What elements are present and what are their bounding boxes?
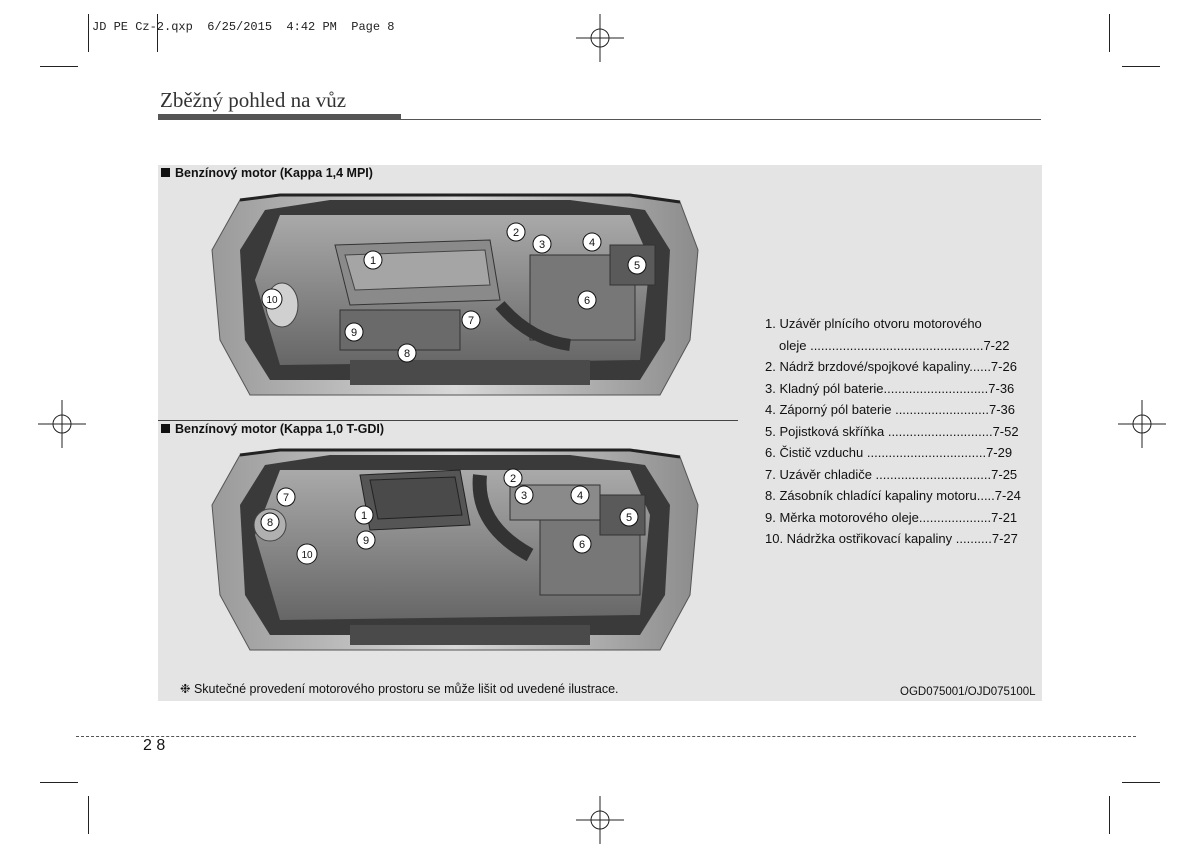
callout-9: 9	[344, 322, 364, 347]
svg-text:3: 3	[539, 239, 545, 251]
svg-text:2: 2	[510, 473, 516, 485]
disclaimer-note: ❉ Skutečné provedení motorového prostoru…	[180, 682, 619, 696]
callout-6: 6	[572, 534, 592, 559]
callout-2: 2	[503, 468, 523, 493]
svg-text:9: 9	[363, 535, 369, 547]
legend-item: 4. Záporný pól baterie .................…	[765, 402, 1016, 417]
callout-6: 6	[577, 290, 597, 315]
callout-8: 8	[397, 343, 417, 368]
engine-illustration-tgdi: 1 2 3 4 5 6 7 8 9 10	[210, 445, 700, 672]
svg-text:3: 3	[521, 490, 527, 502]
svg-text:6: 6	[579, 539, 585, 551]
svg-text:10: 10	[301, 550, 313, 561]
bullet-square-icon	[161, 168, 170, 177]
svg-text:5: 5	[634, 260, 640, 272]
callout-9: 9	[356, 530, 376, 555]
svg-text:8: 8	[267, 517, 273, 529]
legend-item: 9. Měrka motorového oleje...............…	[765, 509, 1018, 525]
section-heading-tgdi: Benzínový motor (Kappa 1,0 T-GDI)	[161, 422, 384, 436]
svg-text:9: 9	[351, 327, 357, 339]
callout-1: 1	[354, 505, 374, 530]
callout-5: 5	[619, 507, 639, 532]
legend-item: 10. Nádržka ostřikovací kapaliny .......…	[765, 531, 1018, 546]
svg-text:7: 7	[283, 492, 289, 504]
registration-mark-left	[38, 400, 86, 448]
svg-text:2: 2	[513, 227, 519, 239]
svg-text:1: 1	[361, 510, 367, 522]
page-title: Zběžný pohled na vůz	[160, 88, 347, 112]
crop-mark	[40, 782, 78, 783]
engine-illustration-mpi: 1 2 3 4 5 6 7 8 9 10	[210, 190, 700, 417]
callout-4: 4	[582, 232, 602, 257]
print-slug: JD PE Cz-2.qxp 6/25/2015 4:42 PM Page 8	[92, 20, 395, 34]
legend-item: 5. Pojistková skříňka ..................…	[765, 423, 1019, 439]
svg-text:8: 8	[404, 348, 410, 360]
svg-text:7: 7	[468, 315, 474, 327]
svg-text:6: 6	[584, 295, 590, 307]
legend-item: 3. Kladný pól baterie...................…	[765, 380, 1015, 396]
title-accent-bar	[158, 114, 401, 120]
callout-7: 7	[276, 487, 296, 512]
section-divider	[158, 420, 738, 421]
image-code: OGD075001/OJD075100L	[900, 686, 1036, 698]
registration-mark-right	[1118, 400, 1166, 448]
svg-text:5: 5	[626, 512, 632, 524]
section-heading-text: Benzínový motor (Kappa 1,4 MPI)	[175, 166, 373, 180]
crop-mark	[88, 14, 89, 52]
crop-mark	[1122, 66, 1160, 67]
crop-mark	[40, 66, 78, 67]
footer-dashed-rule	[76, 736, 1136, 737]
callout-10: 10	[296, 543, 318, 570]
svg-text:4: 4	[577, 490, 583, 502]
registration-mark-top	[576, 14, 624, 62]
registration-mark-bottom	[576, 796, 624, 844]
legend-item-continuation: oleje ..................................…	[779, 337, 1010, 353]
component-legend: 1. Uzávěr plnícího otvoru motorového ole…	[765, 313, 1035, 550]
crop-mark	[1109, 796, 1110, 834]
crop-mark	[1122, 782, 1160, 783]
callout-3: 3	[532, 234, 552, 259]
crop-mark	[88, 796, 89, 834]
bullet-square-icon	[161, 424, 170, 433]
callout-5: 5	[627, 255, 647, 280]
section-heading-text: Benzínový motor (Kappa 1,0 T-GDI)	[175, 422, 385, 436]
legend-item: 8. Zásobník chladící kapaliny motoru....…	[765, 488, 1021, 503]
legend-item: 1. Uzávěr plnícího otvoru motorového	[765, 316, 982, 331]
legend-item: 6. Čistič vzduchu ......................…	[765, 445, 1013, 460]
callout-3: 3	[514, 485, 534, 510]
crop-mark	[1109, 14, 1110, 52]
callout-8: 8	[260, 512, 280, 537]
callout-1: 1	[363, 250, 383, 275]
callout-10: 10	[261, 288, 283, 315]
svg-text:10: 10	[266, 295, 278, 306]
crop-mark	[157, 14, 158, 52]
callout-2: 2	[506, 222, 526, 247]
callout-7: 7	[461, 310, 481, 335]
page-number: 2 8	[143, 737, 166, 754]
legend-item: 2. Nádrž brzdové/spojkové kapaliny......…	[765, 359, 1017, 374]
section-heading-mpi: Benzínový motor (Kappa 1,4 MPI)	[161, 166, 373, 180]
svg-text:4: 4	[589, 237, 595, 249]
legend-item: 7. Uzávěr chladiče .....................…	[765, 466, 1018, 482]
callout-4: 4	[570, 485, 590, 510]
title-rule	[158, 119, 1041, 120]
svg-text:1: 1	[370, 255, 376, 267]
